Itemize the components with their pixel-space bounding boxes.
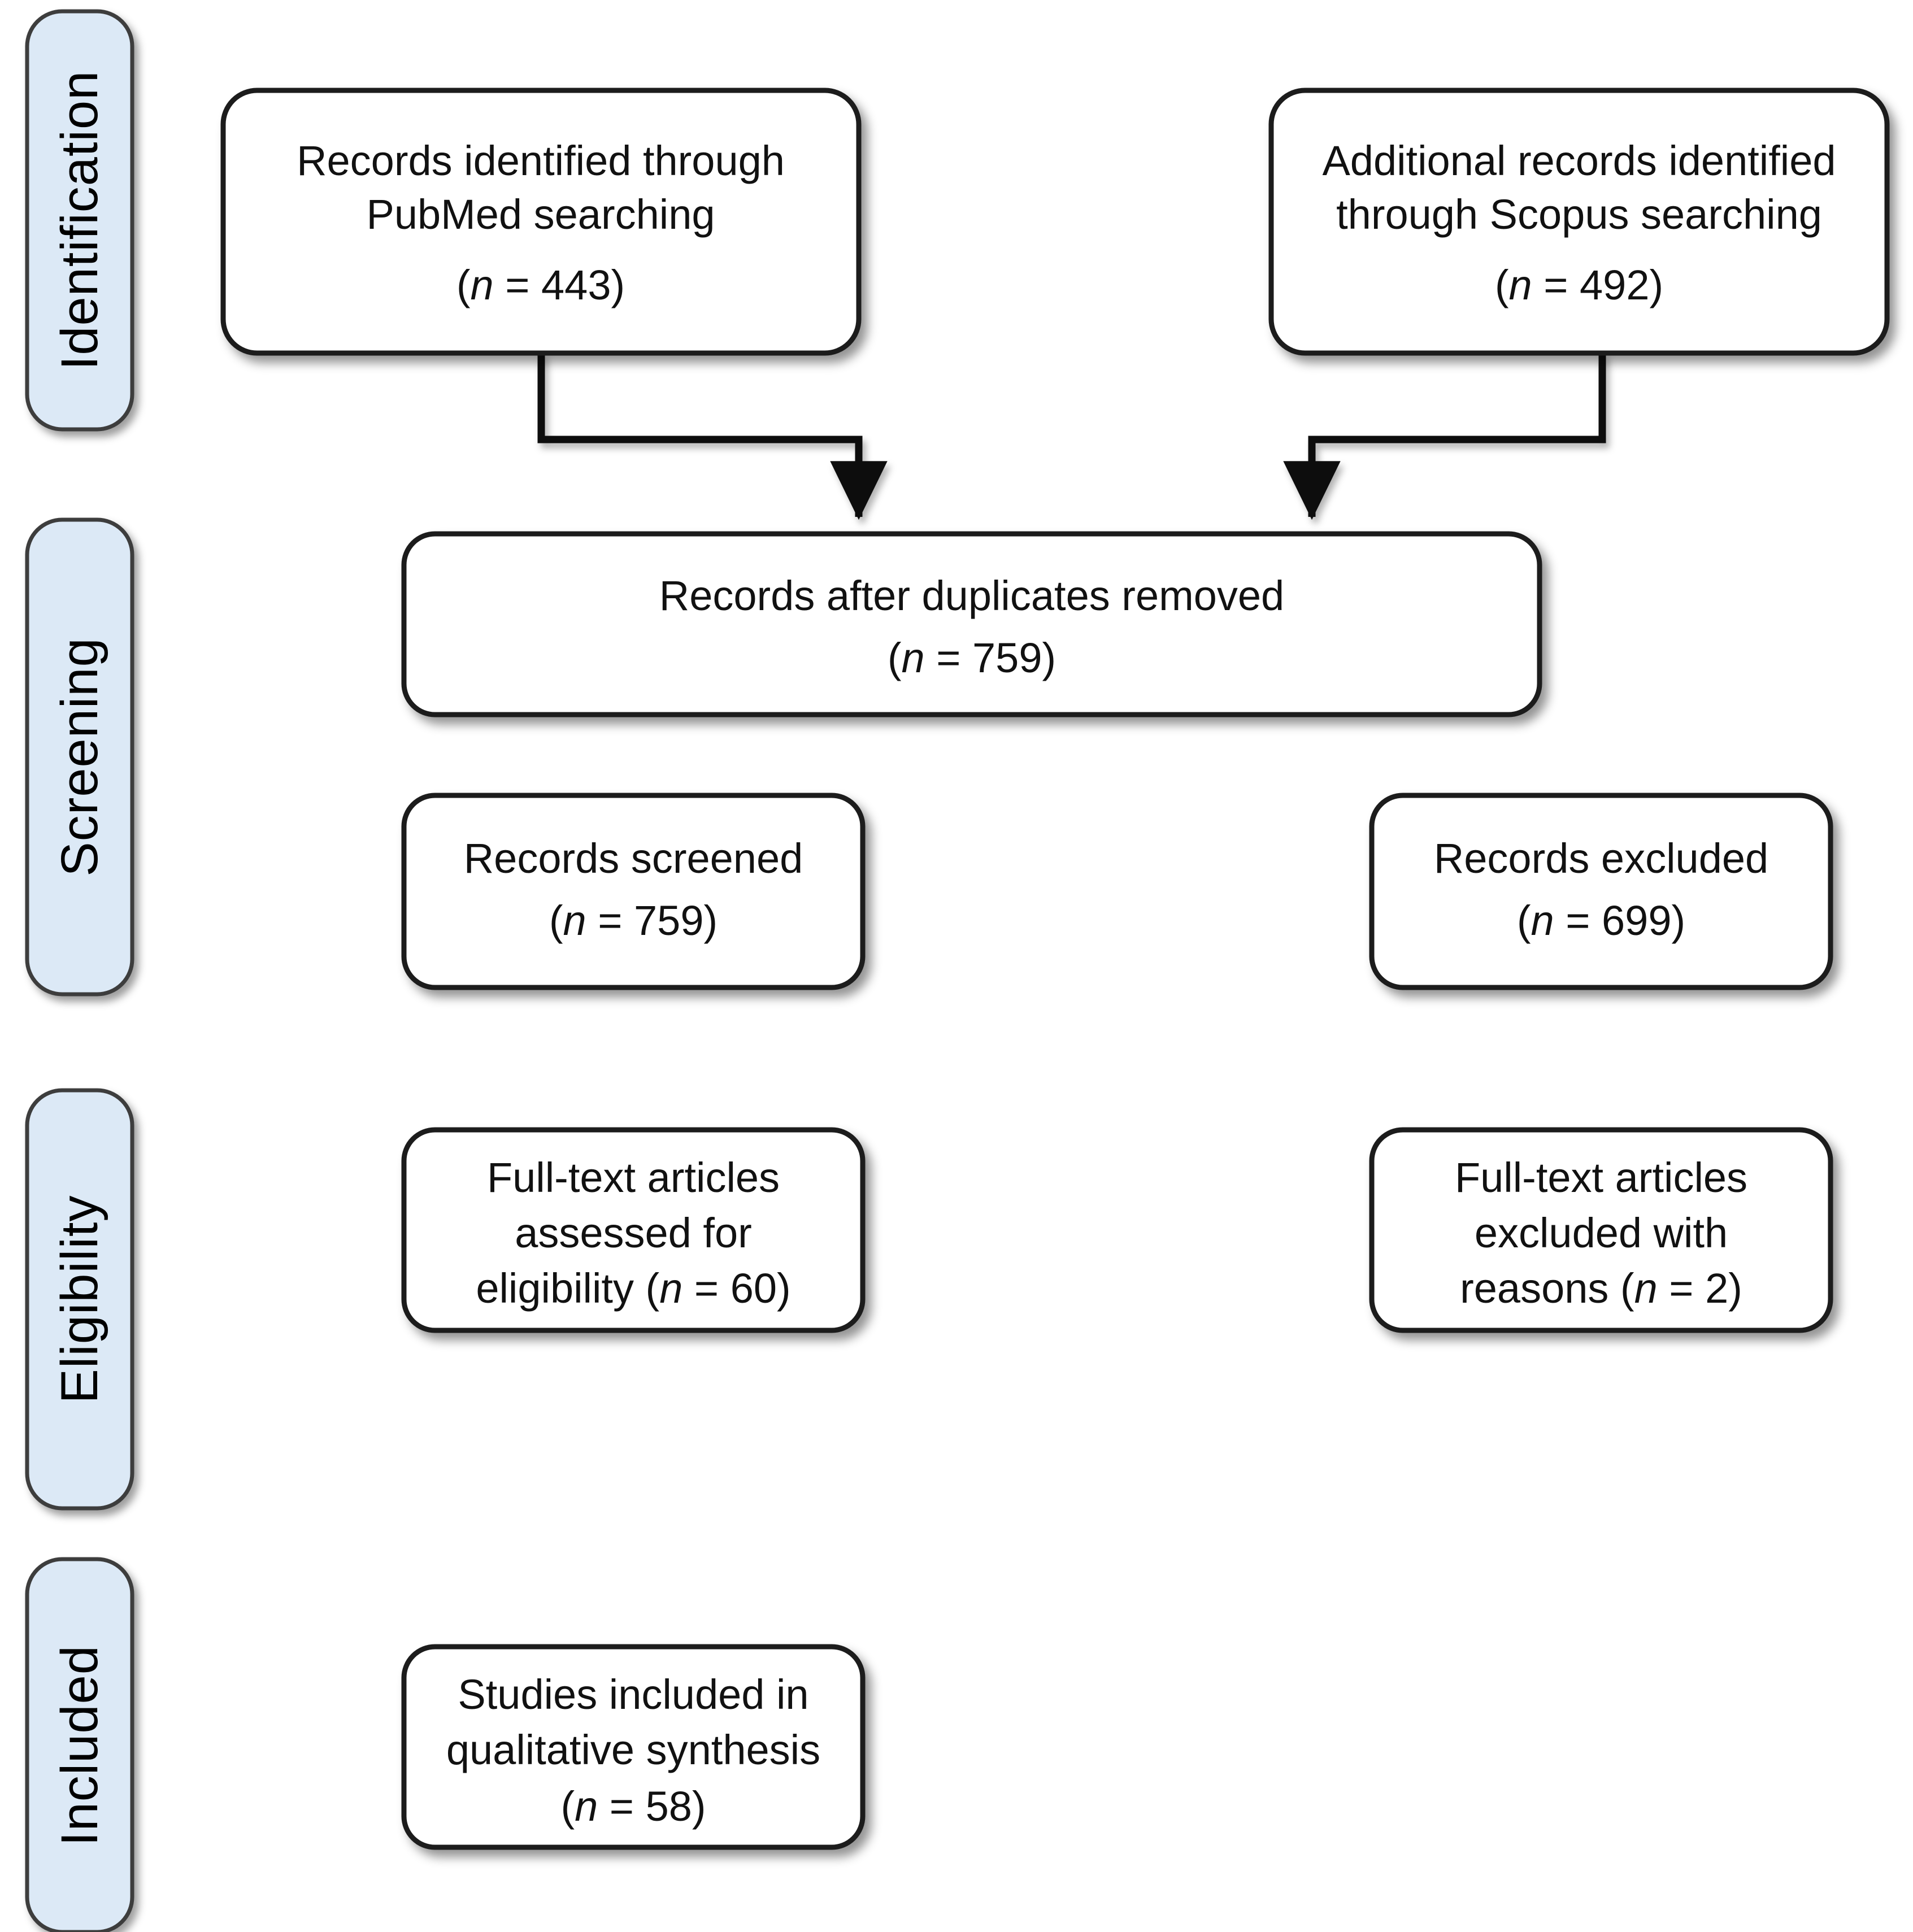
stage-included-pill [25,1557,134,1932]
node-line-1: Full-text articles [1455,1154,1747,1201]
node-box [401,531,1542,717]
count-value: = 759) [925,634,1056,681]
node-records-after-duplicates-removed: Records after duplicates removed (n = 75… [401,531,1542,717]
node-count: (n = 443) [456,262,625,308]
count-n-italic: n [902,634,925,681]
node-box [401,1127,866,1333]
count-n-italic: n [1509,262,1532,308]
count-n-italic: n [1531,897,1554,944]
connector-scopus-to-duplicates [1283,353,1606,520]
node-line-2: through Scopus searching [1336,191,1822,238]
node-line-2: PubMed searching [366,191,715,238]
node-full-text-articles-assessed: Full-text articles assessed for eligibil… [401,1127,866,1333]
connector-path [537,353,888,520]
node-records-screened: Records screened (n = 759) [401,793,866,990]
node-box [1268,88,1890,356]
node-box [401,793,866,990]
stage-identification-label: Identification [51,71,108,371]
stage-label-screening: Screening [25,517,134,997]
stage-eligibility-pill [25,1088,134,1511]
stage-screening-label: Screening [51,637,108,876]
node-line-1: Additional records identified [1322,137,1836,184]
count-value: = 58) [598,1783,706,1830]
stage-identification-pill [25,9,134,432]
count-open-paren: ( [549,897,563,944]
count-open-paren: ( [1495,262,1509,308]
count-value: = 443) [494,262,625,308]
node-box [401,1644,866,1850]
count-open-paren: ( [1517,897,1531,944]
count-open-paren: ( [456,262,471,308]
line-3-prefix: reasons ( [1460,1265,1634,1312]
stage-screening-pill [25,517,134,997]
node-full-text-articles-excluded: Full-text articles excluded with reasons… [1369,1127,1833,1333]
connector-path [1283,353,1606,520]
count-value: = 699) [1554,897,1685,944]
node-line-2: assessed for [515,1209,752,1256]
node-line-3: reasons (n = 2) [1460,1265,1742,1312]
line-3-prefix: eligibility ( [476,1265,659,1312]
count-n-italic: n [575,1783,598,1830]
node-line-2: excluded with [1475,1209,1728,1256]
stage-label-included: Included [25,1557,134,1932]
node-count: (n = 492) [1495,262,1663,308]
count-n-italic: n [471,262,494,308]
node-line-2: qualitative synthesis [446,1726,820,1773]
connector-pubmed-to-duplicates [537,353,888,520]
node-count: (n = 699) [1517,897,1685,944]
node-studies-included: Studies included in qualitative synthesi… [401,1644,866,1850]
count-value: = 2) [1658,1265,1742,1312]
node-records-excluded: Records excluded (n = 699) [1369,793,1833,990]
node-count: (n = 759) [549,897,718,944]
node-records-identified-pubmed: Records identified through PubMed search… [220,88,862,356]
node-count: (n = 58) [560,1783,706,1830]
count-open-paren: ( [888,634,902,681]
node-additional-records-scopus: Additional records identified through Sc… [1268,88,1890,356]
node-line-1: Records identified through [297,137,785,184]
node-box [1369,793,1833,990]
count-value: = 60) [682,1265,790,1312]
count-n-italic: n [659,1265,682,1312]
count-value: = 492) [1532,262,1663,308]
node-line-1: Full-text articles [487,1154,780,1201]
stage-label-identification: Identification [25,9,134,432]
node-line-1: Records excluded [1434,835,1768,882]
stage-included-label: Included [51,1645,108,1846]
count-n-italic: n [563,897,586,944]
node-box [220,88,862,356]
node-line-1: Studies included in [458,1671,808,1718]
stage-eligibility-label: Eligibility [51,1195,108,1404]
count-n-italic: n [1634,1265,1658,1312]
stage-label-eligibility: Eligibility [25,1088,134,1511]
node-count: (n = 759) [888,634,1056,681]
node-box [1369,1127,1833,1333]
count-open-paren: ( [560,1783,575,1830]
count-value: = 759) [586,897,718,944]
node-line-3: eligibility (n = 60) [476,1265,790,1312]
node-line-1: Records screened [464,835,803,882]
node-line-1: Records after duplicates removed [659,572,1284,619]
